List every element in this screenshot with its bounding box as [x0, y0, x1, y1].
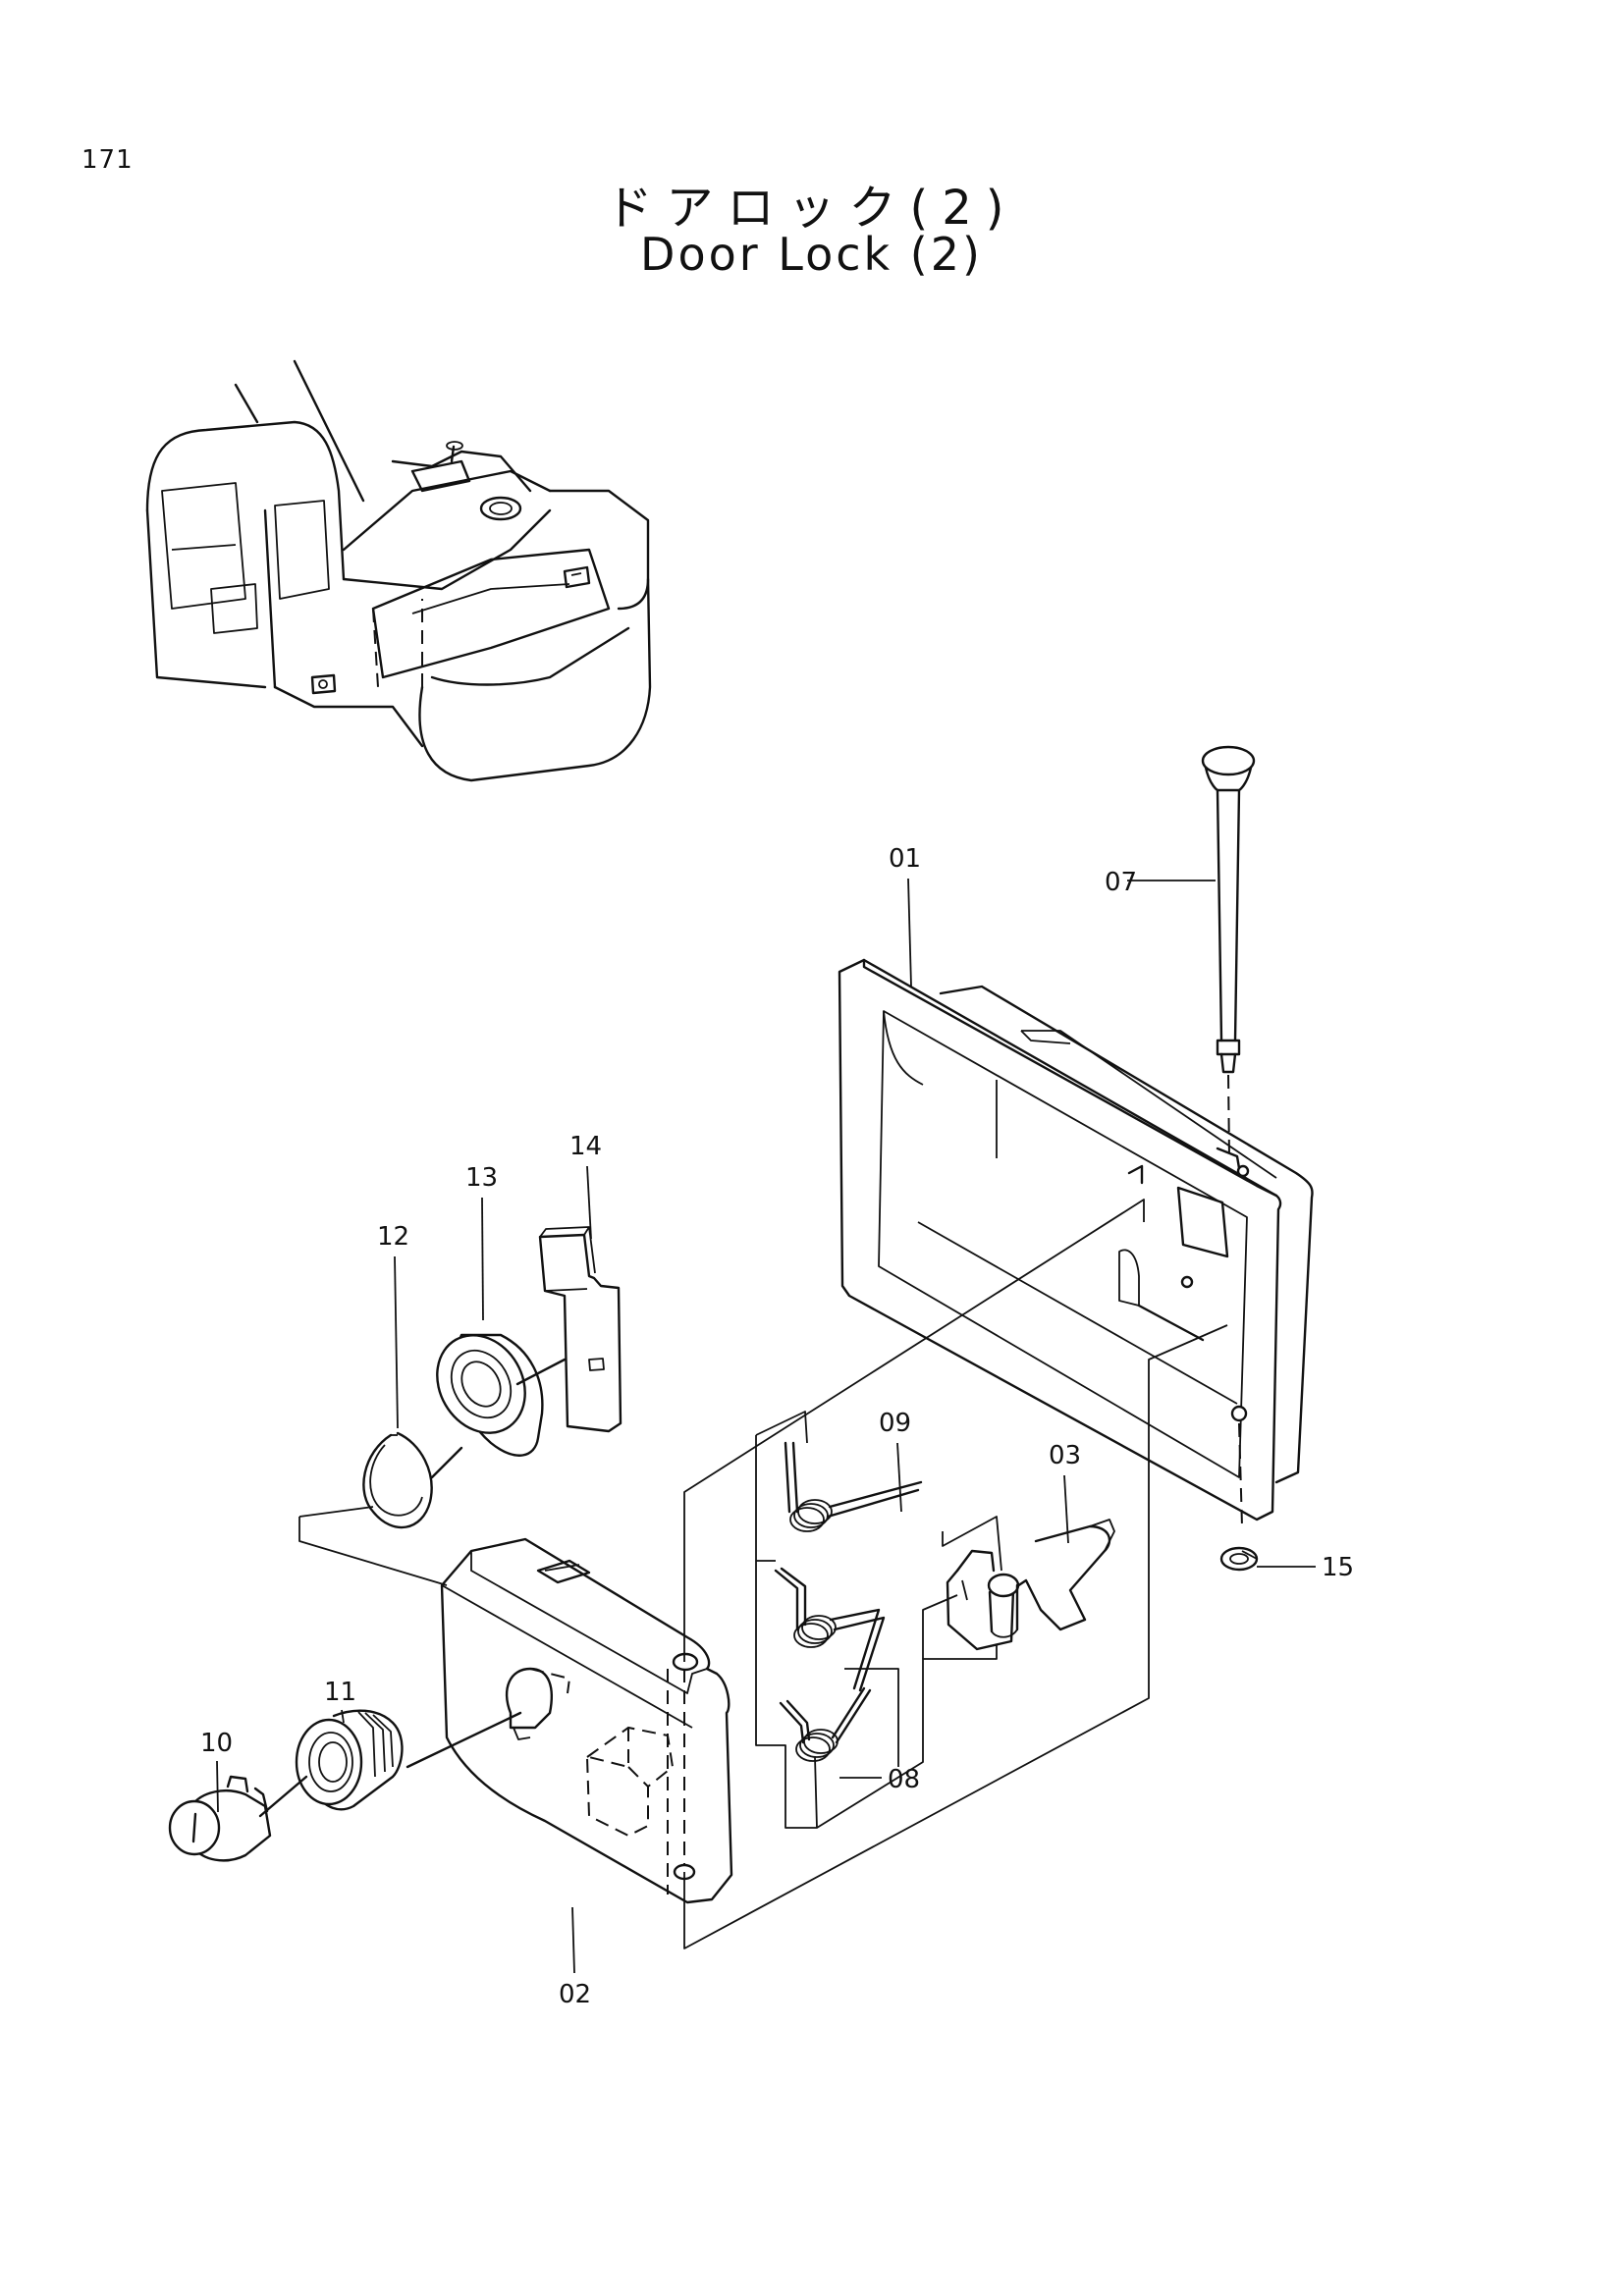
- callout-03: 03: [1049, 1441, 1081, 1470]
- title-japanese: ドアロック(2): [605, 181, 1018, 236]
- part-08-spring-upper: [774, 1567, 886, 1692]
- callout-08: 08: [888, 1765, 920, 1794]
- part-08-spring-lower: [779, 1686, 872, 1762]
- callout-02: 02: [559, 1980, 591, 2009]
- title-english: Door Lock (2): [640, 228, 983, 281]
- callout-12: 12: [377, 1222, 409, 1252]
- callout-07: 07: [1105, 868, 1137, 897]
- excavator-overview-illustration: [145, 359, 652, 782]
- callout-13: 13: [465, 1163, 498, 1193]
- part-02-lock-body: [440, 1537, 733, 1904]
- callout-labels: 01 07 14 13 12 09 03 15 11 08 10 02: [200, 844, 1354, 2009]
- part-14-plate: [538, 1226, 622, 1433]
- part-10-key-cylinder: [168, 1775, 272, 1862]
- callout-01: 01: [889, 844, 921, 874]
- part-11-cylinder-housing: [295, 1709, 404, 1811]
- callout-11: 11: [324, 1678, 356, 1707]
- part-03-lever: [946, 1519, 1115, 1651]
- assembly-reference-lines: [298, 1199, 1228, 1949]
- part-15-e-ring: [1219, 1422, 1259, 1572]
- part-07-pin: [1201, 745, 1256, 1159]
- part-12-snap-ring: [362, 1431, 433, 1529]
- part-13-nut: [436, 1333, 544, 1457]
- callout-15: 15: [1322, 1553, 1354, 1582]
- callout-10: 10: [200, 1729, 233, 1758]
- callout-14: 14: [569, 1132, 602, 1161]
- part-09-spring: [784, 1441, 923, 1532]
- page-number: 171: [81, 145, 134, 175]
- callout-09: 09: [879, 1409, 911, 1438]
- part-01-frame: [838, 958, 1314, 1522]
- leader-lines: [216, 878, 1316, 1974]
